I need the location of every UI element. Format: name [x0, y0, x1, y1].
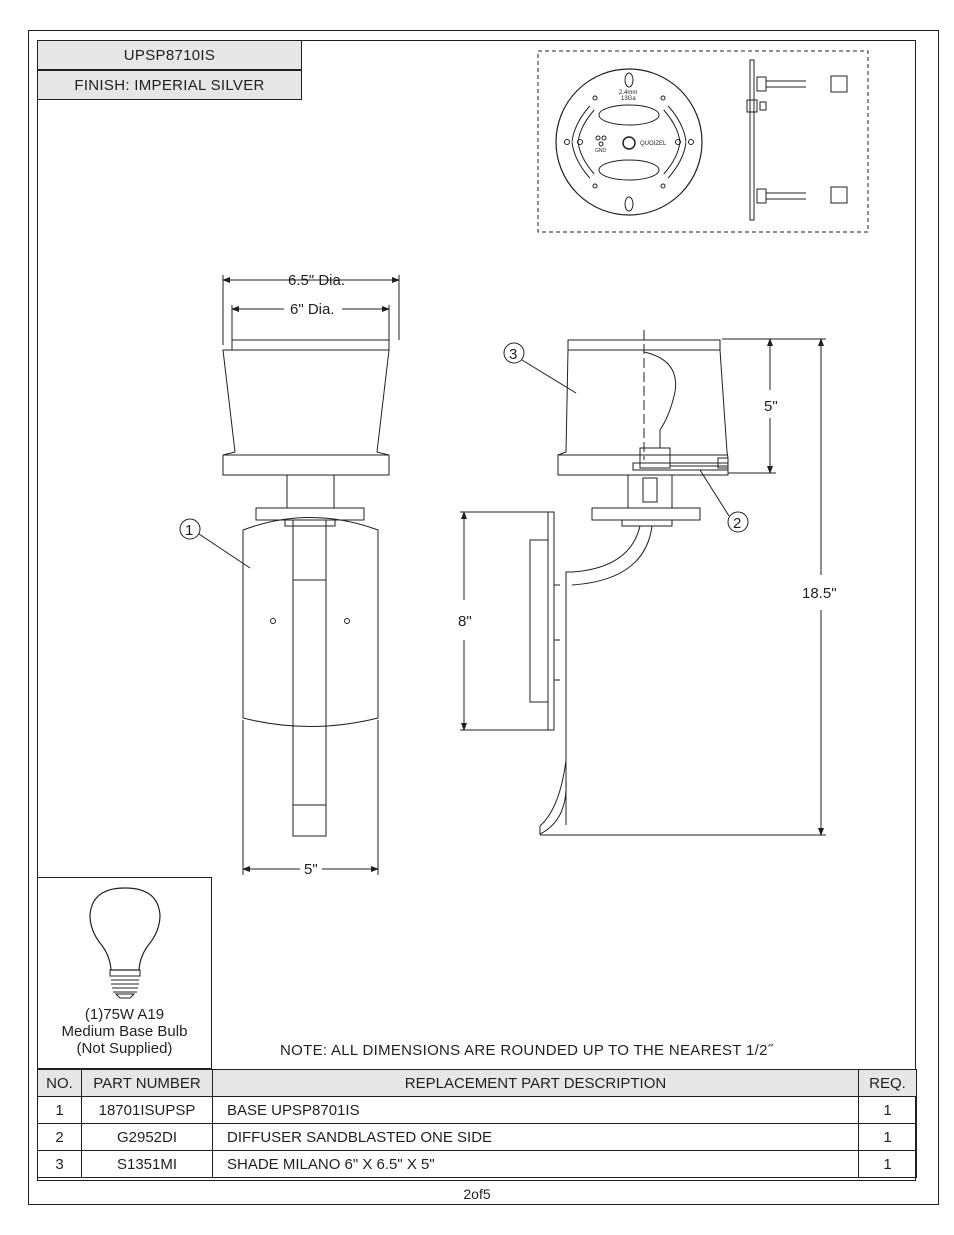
bulb-supply: (Not Supplied): [76, 1040, 173, 1057]
bulb-spec-text: (1)75W A19 Medium Base Bulb (Not Supplie…: [38, 1006, 211, 1057]
cell-part-number: 18701ISUPSP: [81, 1096, 213, 1124]
bulb-spec-box: (1)75W A19 Medium Base Bulb (Not Supplie…: [37, 877, 212, 1069]
page-number: 2of5: [463, 1186, 491, 1202]
outer-border: [28, 30, 939, 1205]
mounting-plate-inset: [537, 50, 869, 233]
dim-base-width: 5": [304, 861, 318, 878]
parts-table-header: NO. PART NUMBER REPLACEMENT PART DESCRIP…: [37, 1069, 917, 1097]
bulb-icon: [89, 887, 161, 999]
plate-gauge-ga: 13Ga: [621, 96, 636, 102]
cell-req: 1: [858, 1150, 917, 1178]
front-view: [222, 275, 400, 875]
callout-3: 3: [509, 346, 517, 363]
table-row: 1 18701ISUPSP BASE UPSP8701IS 1: [37, 1096, 917, 1124]
bulb-base: Medium Base Bulb: [61, 1023, 188, 1040]
dim-total-height: 18.5": [802, 585, 837, 602]
callout-1: 1: [185, 522, 193, 539]
dim-shade-outer: 6.5" Dia.: [288, 272, 345, 289]
callout-2: 2: [733, 515, 741, 532]
cell-description: BASE UPSP8701IS: [212, 1096, 859, 1124]
col-header-req: REQ.: [858, 1069, 917, 1097]
parts-table: NO. PART NUMBER REPLACEMENT PART DESCRIP…: [37, 1069, 917, 1178]
cell-part-number: S1351MI: [81, 1150, 213, 1178]
cell-no: 1: [37, 1096, 82, 1124]
cell-no: 3: [37, 1150, 82, 1178]
cell-req: 1: [858, 1123, 917, 1151]
side-view: [460, 330, 826, 836]
cell-description: DIFFUSER SANDBLASTED ONE SIDE: [212, 1123, 859, 1151]
plate-brand-label: QUOIZEL: [640, 141, 667, 147]
dim-shade-inner: 6" Dia.: [290, 301, 335, 318]
dimension-note: NOTE: ALL DIMENSIONS ARE ROUNDED UP TO T…: [280, 1042, 774, 1059]
model-number: UPSP8710IS: [37, 40, 302, 70]
dim-backplate-height: 8": [458, 613, 472, 630]
col-header-no: NO.: [37, 1069, 82, 1097]
col-header-description: REPLACEMENT PART DESCRIPTION: [212, 1069, 859, 1097]
cell-description: SHADE MILANO 6" X 6.5" X 5": [212, 1150, 859, 1178]
bulb-wattage: (1)75W A19: [84, 1006, 165, 1023]
table-row: 3 S1351MI SHADE MILANO 6" X 6.5" X 5" 1: [37, 1150, 917, 1178]
plate-gnd-label: GND: [595, 148, 607, 154]
cell-no: 2: [37, 1123, 82, 1151]
table-row: 2 G2952DI DIFFUSER SANDBLASTED ONE SIDE …: [37, 1123, 917, 1151]
col-header-part-number: PART NUMBER: [81, 1069, 213, 1097]
plate-gauge-mm: 2.4mm: [619, 90, 637, 96]
dim-shade-height: 5": [764, 398, 778, 415]
drawing-border: [37, 40, 916, 1181]
cell-req: 1: [858, 1096, 917, 1124]
cell-part-number: G2952DI: [81, 1123, 213, 1151]
finish-label: FINISH: IMPERIAL SILVER: [37, 70, 302, 100]
